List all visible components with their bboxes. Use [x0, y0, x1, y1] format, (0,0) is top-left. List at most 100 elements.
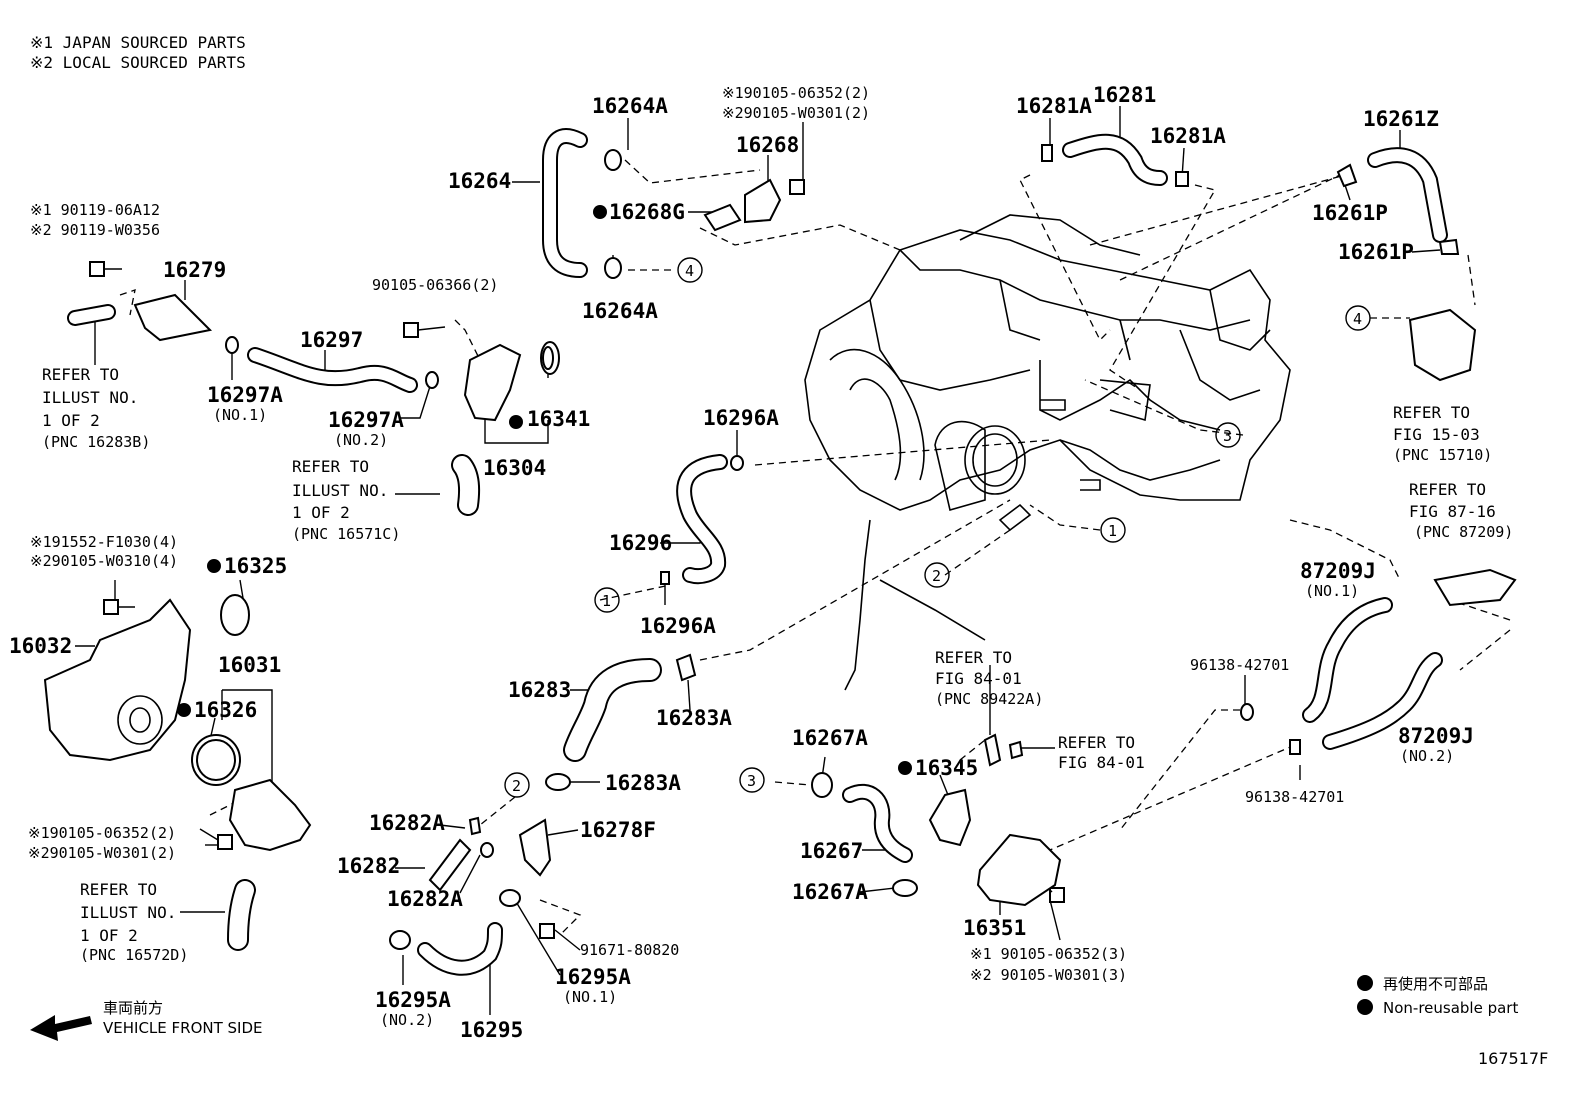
label-16341: 16341 — [527, 407, 590, 431]
ref-16572D-1: REFER TO — [80, 880, 157, 899]
label-16283: 16283 — [508, 678, 571, 702]
label-bolt-16032-1: ※191552-F1030(4) — [30, 533, 178, 551]
label-16295: 16295 — [460, 1018, 523, 1042]
label-bolt-16351-1: ※1 90105-06352(3) — [970, 945, 1127, 963]
label-16261P-a: 16261P — [1312, 201, 1388, 225]
ref-16283B-1: REFER TO — [42, 365, 119, 384]
label-16261P-b: 16261P — [1338, 240, 1414, 264]
label-bolt-16031-1: ※190105-06352(2) — [28, 824, 176, 842]
circle-refs: 4 4 3 3 1 1 2 2 — [504, 257, 1371, 798]
figure-code: 167517F — [1478, 1049, 1548, 1068]
label-bolt-90105-06366: 90105-06366(2) — [372, 276, 498, 294]
circle-ref-1a — [1100, 517, 1126, 543]
label-16297A-2-note: (NO.2) — [334, 431, 388, 449]
label-bolt-tl-2: ※2 90119-W0356 — [30, 221, 160, 239]
ref-16571C-2: ILLUST NO. — [292, 481, 388, 500]
label-96138-a: 96138-42701 — [1190, 656, 1289, 674]
label-87209J-2-note: (NO.2) — [1400, 747, 1454, 765]
label-16295A-2: 16295A — [375, 988, 451, 1012]
legend: 再使用不可部品 Non-reusable part — [1383, 975, 1518, 1017]
direction-jp: 車両前方 — [103, 999, 163, 1017]
ref-8716-2: FIG 87-16 — [1409, 502, 1496, 521]
circle-ref-2b-text: 2 — [512, 777, 521, 795]
circle-ref-1a-text: 1 — [1108, 522, 1117, 540]
label-bolt-16032-2: ※290105-W0310(4) — [30, 552, 178, 570]
label-16032: 16032 — [9, 634, 72, 658]
non-reusable-markers — [177, 205, 1373, 1015]
note-japan-sourced: ※1 JAPAN SOURCED PARTS — [30, 33, 246, 52]
label-16296A-bot: 16296A — [640, 614, 716, 638]
ref-16572D-3: 1 OF 2 — [80, 926, 138, 945]
label-16297A-2: 16297A — [328, 408, 404, 432]
front-arrow-icon — [30, 1015, 92, 1041]
label-bolt-16031-2: ※290105-W0301(2) — [28, 844, 176, 862]
label-16279: 16279 — [163, 258, 226, 282]
label-16283A-b: 16283A — [605, 771, 681, 795]
note-local-sourced: ※2 LOCAL SOURCED PARTS — [30, 53, 246, 72]
circle-ref-1b — [594, 587, 620, 613]
label-16264: 16264 — [448, 169, 511, 193]
ref-8716-3: (PNC 87209) — [1414, 523, 1513, 541]
label-16267A-b: 16267A — [792, 880, 868, 904]
ref-16571C-4: (PNC 16571C) — [292, 525, 400, 543]
label-16264A-top: 16264A — [592, 94, 668, 118]
circle-ref-4b-text: 4 — [1353, 310, 1362, 328]
label-bolt-16268-2: ※290105-W0301(2) — [722, 104, 870, 122]
label-16282: 16282 — [337, 854, 400, 878]
hoses — [67, 128, 1448, 976]
engine-block — [804, 214, 1291, 691]
ref-8716-1: REFER TO — [1409, 480, 1486, 499]
label-87209J-1: 87209J — [1300, 559, 1376, 583]
label-16304: 16304 — [483, 456, 546, 480]
label-16345: 16345 — [915, 756, 978, 780]
label-16031: 16031 — [218, 653, 281, 677]
circle-ref-3b-text: 3 — [747, 772, 756, 790]
ref-16572D-2: ILLUST NO. — [80, 903, 176, 922]
label-16267: 16267 — [800, 839, 863, 863]
label-16297: 16297 — [300, 328, 363, 352]
label-16282A-a: 16282A — [369, 811, 445, 835]
circle-ref-2a — [924, 562, 950, 588]
circle-ref-3a — [1215, 422, 1241, 448]
ref-16571C-3: 1 OF 2 — [292, 503, 350, 522]
label-16325: 16325 — [224, 554, 287, 578]
circle-ref-1b-text: 1 — [602, 592, 611, 610]
components — [43, 144, 1517, 950]
ref-8401a-1: REFER TO — [935, 648, 1012, 667]
label-91671: 91671-80820 — [580, 941, 679, 959]
legend-en: Non-reusable part — [1383, 999, 1518, 1017]
ref-16572D-4: (PNC 16572D) — [80, 946, 188, 964]
ref-1503-1: REFER TO — [1393, 403, 1470, 422]
legend-jp: 再使用不可部品 — [1383, 975, 1488, 993]
label-16264A-bot: 16264A — [582, 299, 658, 323]
label-bolt-16351-2: ※2 90105-W0301(3) — [970, 966, 1127, 984]
label-16261Z: 16261Z — [1363, 107, 1439, 131]
ref-16571C-1: REFER TO — [292, 457, 369, 476]
ref-1503-3: (PNC 15710) — [1393, 446, 1492, 464]
ref-8401a-2: FIG 84-01 — [935, 669, 1022, 688]
ref-8401b-1: REFER TO — [1058, 733, 1135, 752]
label-16295A-1: 16295A — [555, 965, 631, 989]
ref-8401a-3: (PNC 89422A) — [935, 690, 1043, 708]
label-16297A-1: 16297A — [207, 383, 283, 407]
label-bolt-tl-1: ※1 90119-06A12 — [30, 201, 160, 219]
circle-ref-4a-text: 4 — [685, 262, 694, 280]
label-16295A-2-note: (NO.2) — [380, 1011, 434, 1029]
ref-16283B-3: 1 OF 2 — [42, 411, 100, 430]
ref-1503-2: FIG 15-03 — [1393, 425, 1480, 444]
part-labels: 16264A 16264 16264A 16268 16268G ※190105… — [9, 83, 1513, 1042]
label-16283A-a: 16283A — [656, 706, 732, 730]
ref-16283B-4: (PNC 16283B) — [42, 433, 150, 451]
ref-16283B-2: ILLUST NO. — [42, 388, 138, 407]
label-16278F: 16278F — [580, 818, 656, 842]
label-bolt-16268-1: ※190105-06352(2) — [722, 84, 870, 102]
label-16281: 16281 — [1093, 83, 1156, 107]
label-16326: 16326 — [194, 698, 257, 722]
label-87209J-1-note: (NO.1) — [1305, 582, 1359, 600]
ref-8401b-2: FIG 84-01 — [1058, 753, 1145, 772]
label-16282A-b: 16282A — [387, 887, 463, 911]
circle-ref-3a-text: 3 — [1223, 427, 1232, 445]
label-16267A-a: 16267A — [792, 726, 868, 750]
leader-lines — [119, 159, 1511, 936]
